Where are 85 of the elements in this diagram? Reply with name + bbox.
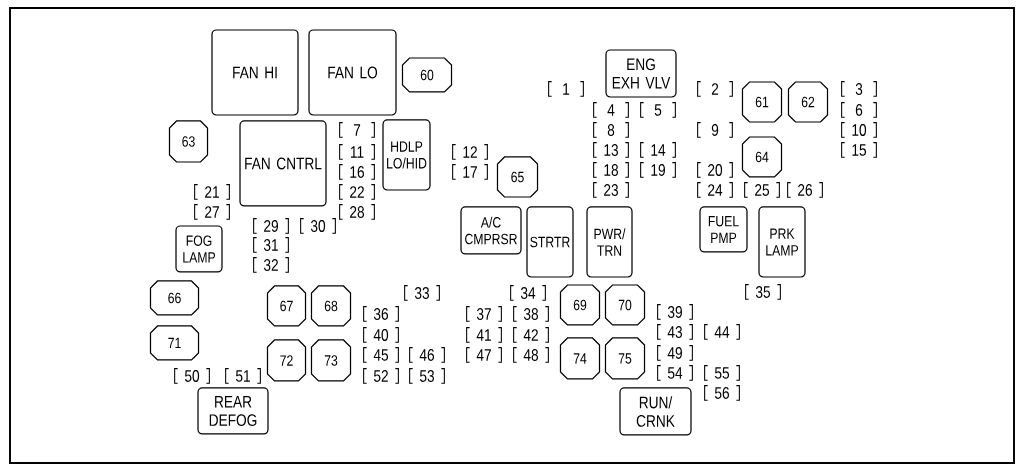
relay-box: 73 [310,339,352,382]
fuse-slot: 5 [640,102,676,118]
fuse-slot: 29 [253,218,289,234]
fuse-slot: 44 [704,324,740,340]
fuse-slot: 1 [548,81,584,97]
relay-box: ENG EXH VLV [605,49,677,98]
fuse-slot: 16 [339,164,375,180]
relay-box: 72 [266,339,307,382]
fuse-slot: 10 [841,122,877,138]
fuse-slot: 7 [339,122,375,138]
relay-box: 75 [604,337,646,380]
fuse-slot: 36 [363,306,399,322]
fuse-slot: 11 [339,144,375,160]
fuse-slot: 15 [841,142,877,158]
relay-box: 63 [168,120,209,163]
fuse-slot: 23 [593,182,629,198]
relay-box: PRK LAMP [758,206,806,278]
relay-box: 61 [741,81,783,123]
relay-box: PWR/ TRN [586,206,633,278]
fuse-slot: 20 [697,162,733,178]
fuse-slot: 46 [409,347,445,363]
fuse-slot: 32 [253,257,289,273]
fuse-slot: 17 [452,164,488,180]
relay-box: HDLP LO/HID [382,119,431,191]
relay-box: RUN/ CRNK [619,387,692,436]
fuse-slot: 28 [339,204,375,220]
relay-box: FOG LAMP [175,225,223,273]
relay-box: 68 [310,285,352,327]
fuse-slot: 53 [409,368,445,384]
fuse-slot: 38 [513,306,549,322]
fuse-slot: 37 [466,306,502,322]
fuse-slot: 52 [363,368,399,384]
relay-box: FAN LO [308,29,397,116]
fuse-slot: 33 [404,285,440,301]
relay-box: 69 [559,284,601,326]
relay-box: FAN HI [211,29,299,116]
fuse-slot: 30 [300,218,336,234]
fuse-slot: 45 [363,347,399,363]
fuse-slot: 41 [466,327,502,343]
fuse-slot: 13 [593,142,629,158]
fuse-slot: 31 [253,237,289,253]
relay-box: 66 [149,280,200,316]
relay-box: FAN CNTRL [239,120,327,207]
fuse-slot: 50 [174,368,210,384]
fuse-slot: 2 [697,81,733,97]
fuse-slot: 19 [640,162,676,178]
fuse-slot: 34 [510,285,546,301]
fuse-slot: 3 [841,81,877,97]
fuse-slot: 14 [640,142,676,158]
fuse-slot: 18 [593,162,629,178]
fuse-slot: 54 [657,365,693,381]
fuse-slot: 39 [657,304,693,320]
relay-box: 65 [496,156,539,198]
fuse-slot: 27 [194,204,230,220]
fuse-slot: 8 [593,122,629,138]
relay-box: 62 [787,81,829,123]
fuse-slot: 47 [466,347,502,363]
fuse-slot: 49 [657,345,693,361]
relay-box: 74 [559,337,601,380]
relay-box: FUEL PMP [699,206,748,253]
relay-box: REAR DEFOG [197,387,269,435]
fuse-slot: 6 [841,102,877,118]
fuse-slot: 43 [657,324,693,340]
fuse-slot: 42 [513,327,549,343]
fuse-slot: 21 [194,184,230,200]
fuse-slot: 12 [452,144,488,160]
fuse-slot: 22 [339,184,375,200]
fuse-slot: 35 [745,284,781,300]
relay-box: STRTR [526,206,574,278]
relay-box: 60 [401,57,453,93]
fuse-slot: 4 [593,102,629,118]
fuse-slot: 9 [697,122,733,138]
relay-box: 64 [741,136,783,178]
fuse-slot: 56 [704,385,740,401]
fuse-slot: 40 [363,327,399,343]
fuse-slot: 51 [225,368,261,384]
relay-box: 71 [149,325,200,361]
fuse-slot: 55 [704,365,740,381]
fuse-slot: 26 [787,182,823,198]
relay-box: 67 [266,285,307,327]
fuse-slot: 25 [744,182,780,198]
fuse-slot: 24 [697,182,733,198]
relay-box: 70 [604,284,646,326]
fuse-slot: 48 [513,347,549,363]
relay-box: A/C CMPRSR [460,206,522,255]
